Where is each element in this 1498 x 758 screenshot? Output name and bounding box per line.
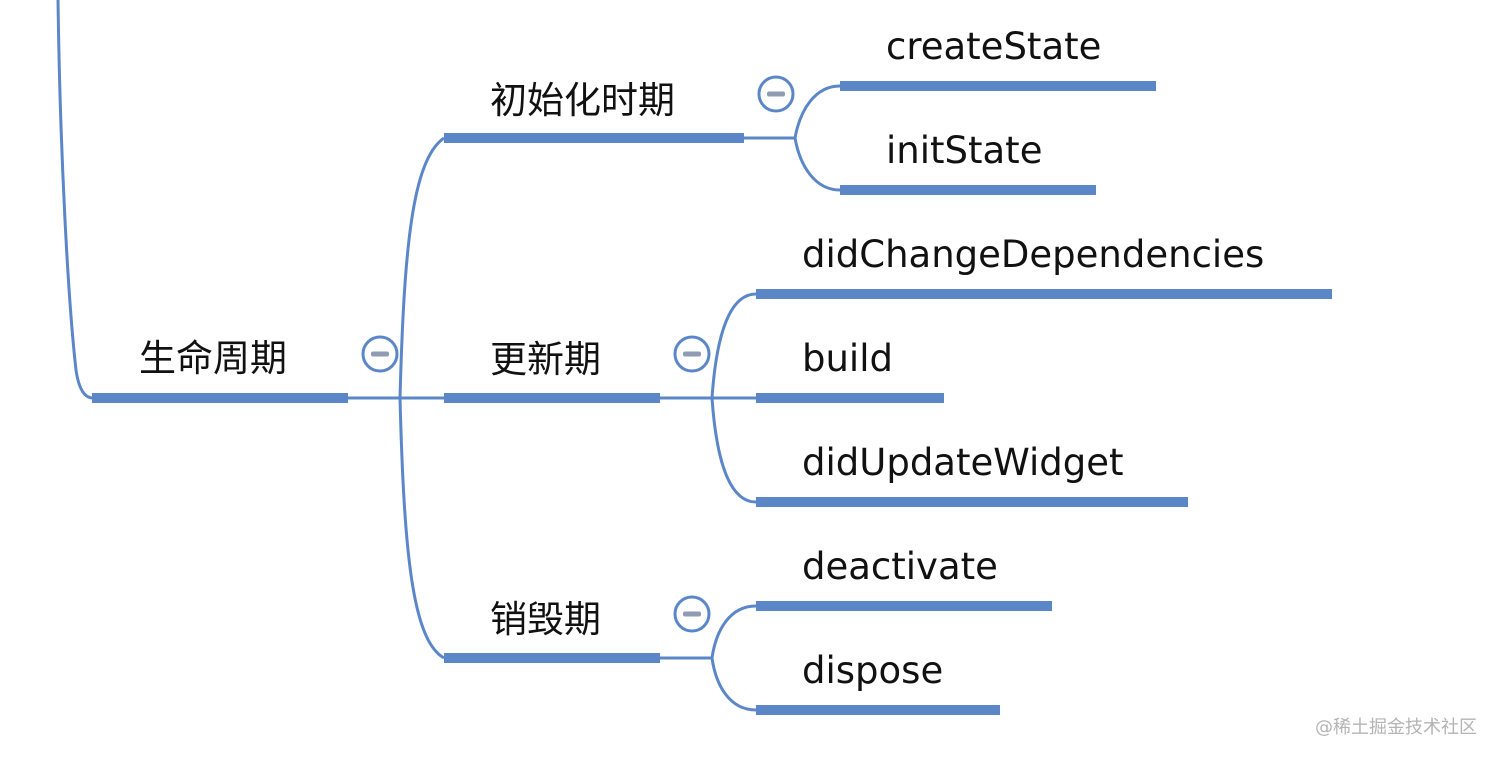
minus-bar bbox=[371, 351, 389, 357]
branch-node-label: 销毁期 bbox=[490, 598, 601, 641]
collapse-toggle-init[interactable] bbox=[757, 75, 795, 113]
connector-initstate bbox=[793, 137, 841, 192]
minus-bar bbox=[767, 91, 785, 97]
root-node-label: 生命周期 bbox=[139, 337, 287, 380]
leaf-node-underline bbox=[840, 185, 1096, 195]
collapse-toggle-update[interactable] bbox=[673, 335, 711, 373]
root-node[interactable]: 生命周期 bbox=[92, 337, 348, 403]
leaf-node-createstate[interactable]: createState bbox=[840, 25, 1156, 91]
leaf-node-underline bbox=[756, 705, 1000, 715]
branch-node-underline bbox=[444, 653, 660, 663]
connector-didupdatewidget bbox=[710, 397, 757, 504]
leaf-node-underline bbox=[756, 289, 1332, 299]
leaf-node-didchangedependencies[interactable]: didChangeDependencies bbox=[756, 233, 1332, 299]
leaf-node-label: didChangeDependencies bbox=[802, 233, 1264, 276]
branch-node-underline bbox=[444, 393, 660, 403]
leaf-node-deactivate[interactable]: deactivate bbox=[756, 545, 1052, 611]
leaf-node-label: deactivate bbox=[802, 545, 998, 588]
branch-node-underline bbox=[444, 133, 744, 143]
leaf-node-underline bbox=[756, 601, 1052, 611]
leaf-node-underline bbox=[756, 393, 944, 403]
minus-bar bbox=[683, 351, 701, 357]
watermark: @稀土掘金技术社区 bbox=[1315, 717, 1477, 738]
leaf-node-underline bbox=[840, 81, 1156, 91]
collapse-toggle-root[interactable] bbox=[361, 335, 399, 373]
collapse-toggle-dispose[interactable] bbox=[673, 595, 711, 633]
leaf-node-label: initState bbox=[886, 129, 1042, 172]
branch-node-update[interactable]: 更新期 bbox=[444, 338, 660, 403]
branch-node-dispose[interactable]: 销毁期 bbox=[444, 598, 660, 663]
branch-node-init[interactable]: 初始化时期 bbox=[444, 79, 744, 143]
leaf-node-label: didUpdateWidget bbox=[802, 441, 1124, 484]
connector-init-branch bbox=[398, 136, 445, 399]
minus-bar bbox=[683, 611, 701, 617]
connector-dispose bbox=[710, 657, 757, 712]
connector-deactivate bbox=[710, 604, 757, 659]
leaf-node-label: dispose bbox=[802, 649, 943, 692]
leaf-node-initstate[interactable]: initState bbox=[840, 129, 1096, 195]
parent-connector bbox=[56, 0, 94, 400]
connector-dispose-branch bbox=[398, 397, 445, 660]
root-node-underline bbox=[92, 393, 348, 403]
leaf-node-dispose[interactable]: dispose bbox=[756, 649, 1000, 715]
leaf-node-didupdatewidget[interactable]: didUpdateWidget bbox=[756, 441, 1188, 507]
connector-didchangedependencies bbox=[710, 292, 757, 399]
branch-node-label: 初始化时期 bbox=[490, 79, 675, 122]
connector-createstate bbox=[793, 84, 841, 139]
leaf-node-build[interactable]: build bbox=[756, 337, 944, 403]
branch-node-label: 更新期 bbox=[490, 338, 601, 381]
leaf-node-label: createState bbox=[886, 25, 1101, 68]
leaf-node-underline bbox=[756, 497, 1188, 507]
leaf-node-label: build bbox=[802, 337, 893, 380]
